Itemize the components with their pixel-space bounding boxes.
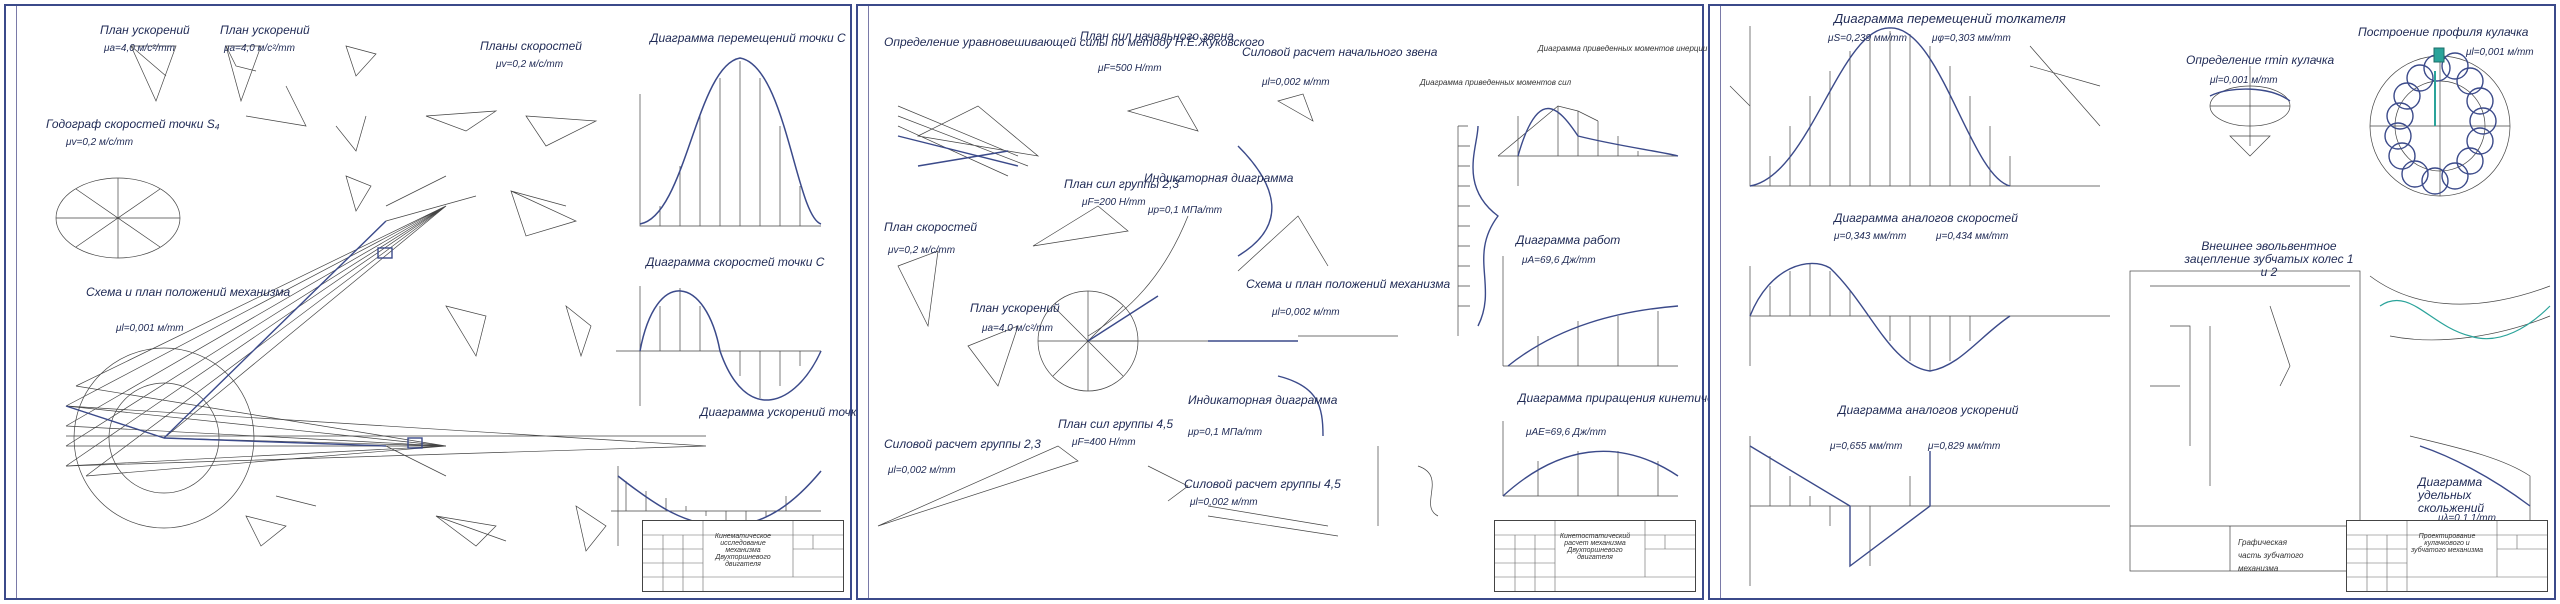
kinetic-energy-scale: μAE=69,6 Дж/mm [1526, 427, 1607, 438]
scheme-positions-scale: μl=0,002 м/mm [1272, 307, 1340, 318]
mechanism-title: Схема и план положений механизма [86, 285, 291, 299]
pusher-scale-phi: μφ=0,303 мм/mm [1932, 33, 2011, 44]
title-block: Проектирование кулачкового и зубчатого м… [2346, 520, 2548, 592]
gear-mesh-title: Внешнее эвольвентное зацепление зубчатых… [2184, 239, 2354, 279]
accel-plan-1-title: План ускорений [100, 23, 190, 37]
indicator-diagram-2-title: Индикаторная диаграмма [1188, 393, 1338, 407]
force-calc-initial-title: Силовой расчет начального звена [1242, 45, 1438, 59]
work-diagram-scale: μA=69,6 Дж/mm [1522, 255, 1596, 266]
force-plan-23-title: План сил группы 2,3 [1064, 177, 1180, 191]
accel-plan-2-scale: μa=4,0 м/с²/mm [224, 43, 295, 54]
title-block-name: Кинетостатический расчет механизма Двухп… [1559, 533, 1631, 561]
displacement-diagram-title: Диаграмма перемещений точки С [650, 31, 846, 45]
indicator-diagram-1-scale: μp=0,1 МПа/mm [1148, 205, 1223, 216]
mechanism-scale: μl=0,001 м/mm [116, 323, 184, 334]
force-plan-45-scale: μF=400 Н/mm [1072, 437, 1136, 448]
title-block-name: Кинематическое исследование механизма Дв… [714, 533, 772, 568]
title-block: Кинематическое исследование механизма Дв… [642, 520, 844, 592]
analog-accel-scale-1: μ=0,655 мм/mm [1830, 441, 1903, 452]
cam-profile-scale: μl=0,001 м/mm [2466, 47, 2534, 58]
force-calc-45-title: Силовой расчет группы 4,5 [1184, 477, 1341, 491]
force-calc-23-scale: μl=0,002 м/mm [888, 465, 956, 476]
binding-strip [6, 6, 17, 598]
force-plan-initial-scale: μF=500 Н/mm [1098, 63, 1162, 74]
title-block: Кинетостатический расчет механизма Двухп… [1494, 520, 1696, 592]
pusher-displacement-title: Диаграмма перемещений толкателя [1834, 11, 2066, 26]
binding-strip [858, 6, 869, 598]
title-block-grid [2347, 521, 2547, 591]
cam-rmin-title: Определение rmin кулачка [2186, 53, 2335, 67]
drawing-sheet-kinetostatics: Определение уравновешивающей силы по мет… [856, 4, 1787, 600]
inner-title-block-name: Графическая часть зубчатого механизма [2238, 538, 2304, 573]
accel-plan-scale: μa=4,0 м/с²/mm [982, 323, 1053, 334]
accel-plan-title: План ускорений [970, 301, 1060, 315]
indicator-diagram-2-scale: μp=0,1 МПа/mm [1188, 427, 1263, 438]
reduced-inertia-title: Диаграмма приведенных моментов инерции [1538, 44, 1708, 53]
velocity-plan-scale: μv=0,2 м/с/mm [888, 245, 956, 256]
acceleration-diagram-title: Диаграмма ускорений точки С [700, 405, 876, 419]
analog-velocity-title: Диаграмма аналогов скоростей [1834, 211, 2018, 225]
force-plan-23-scale: μF=200 Н/mm [1082, 197, 1146, 208]
hodograph-title: Годограф скоростей точки S₄ [46, 117, 220, 131]
kinematics-drawing [55, 45, 822, 552]
force-calc-45-scale: μl=0,002 м/mm [1190, 497, 1258, 508]
analog-velocity-scale-2: μ=0,434 мм/mm [1936, 231, 2009, 242]
accel-plan-2-title: План ускорений [220, 23, 310, 37]
title-block-grid [643, 521, 843, 591]
hodograph-scale: μv=0,2 м/с/mm [66, 137, 134, 148]
drawing-sheet-cam-gears: Диаграмма перемещений толкателя μS=0,239… [1708, 4, 2556, 600]
force-calc-23-title: Силовой расчет группы 2,3 [884, 437, 1041, 451]
zhukovsky-title: Определение уравновешивающей силы по мет… [884, 35, 1265, 49]
force-calc-initial-scale: μl=0,002 м/mm [1262, 77, 1330, 88]
accel-plan-1-scale: μa=4,0 м/с²/mm [104, 43, 175, 54]
title-block-name: Проектирование кулачкового и зубчатого м… [2410, 533, 2484, 554]
analog-accel-title: Диаграмма аналогов ускорений [1838, 403, 2019, 417]
kinetostatics-drawing [877, 93, 1679, 537]
drawing-sheet-kinematics: План ускорений μa=4,0 м/с²/mm План ускор… [4, 4, 875, 600]
reduced-moments-title: Диаграмма приведенных моментов сил [1420, 78, 1572, 87]
analog-velocity-scale-1: μ=0,343 мм/mm [1834, 231, 1907, 242]
title-block-grid [1495, 521, 1695, 591]
pusher-scale-s: μS=0,239 мм/mm [1828, 33, 1907, 44]
analog-accel-scale-2: μ=0,829 мм/mm [1928, 441, 2001, 452]
scheme-positions-title: Схема и план положений механизма [1246, 277, 1451, 291]
velocity-plan-title: План скоростей [884, 220, 978, 234]
binding-strip [1710, 6, 1721, 598]
velocity-plans-title: Планы скоростей [480, 39, 582, 53]
indicator-diagram-1-title: Индикаторная диаграмма [1144, 171, 1294, 185]
velocity-plans-scale: μv=0,2 м/с/mm [496, 59, 564, 70]
cam-gears-drawing [1729, 26, 2551, 586]
force-plan-45-title: План сил группы 4,5 [1058, 417, 1174, 431]
specific-sliding-scale: μλ=0,1 1/mm [2438, 513, 2496, 524]
cam-rmin-scale: μl=0,001 м/mm [2210, 75, 2278, 86]
specific-sliding-title: Диаграмма удельных скольжений [2418, 475, 2485, 515]
cam-profile-title: Построение профиля кулачка [2358, 25, 2529, 39]
work-diagram-title: Диаграмма работ [1516, 233, 1621, 247]
velocity-diagram-title: Диаграмма скоростей точки С [646, 255, 825, 269]
force-plan-initial-title: План сил начального звена [1080, 29, 1234, 43]
